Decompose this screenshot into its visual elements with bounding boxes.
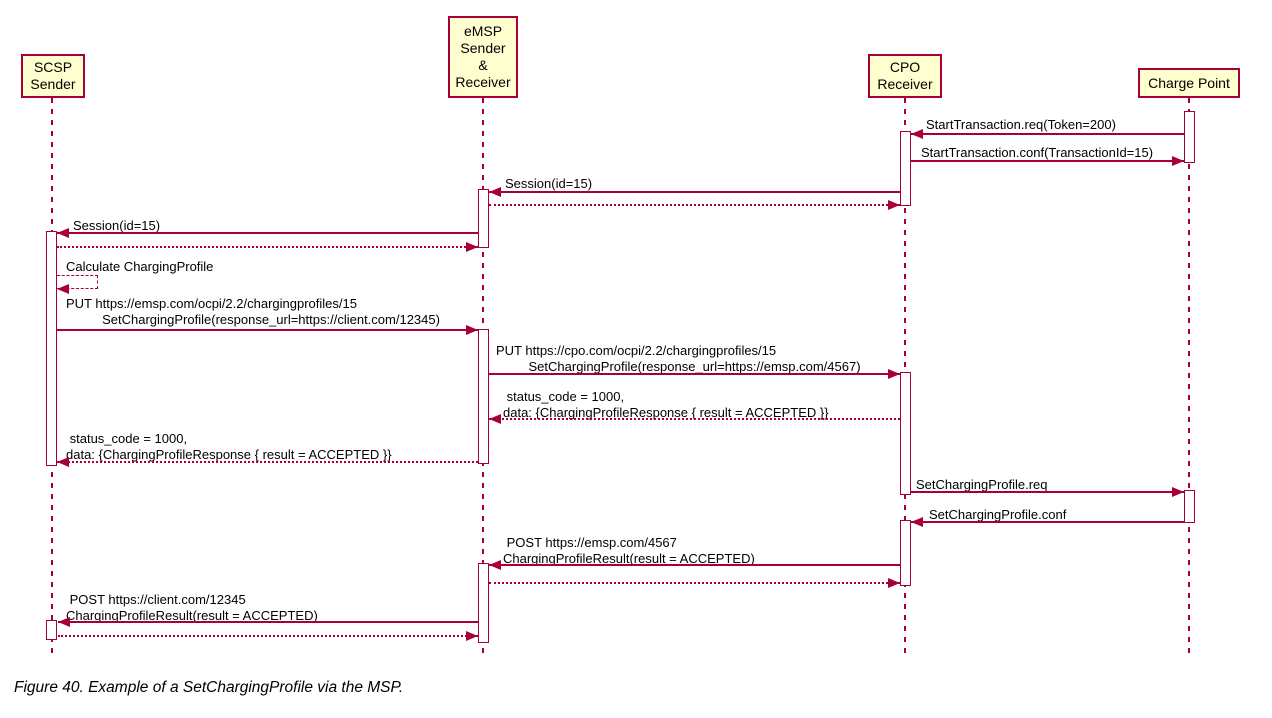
message-set-charging-profile-req: SetChargingProfile.req xyxy=(916,477,1048,492)
message-start-transaction-conf: StartTransaction.conf(TransactionId=15) xyxy=(921,145,1154,160)
arrowhead-right-icon xyxy=(1172,487,1184,497)
message-session-cpo-emsp: Session(id=15) xyxy=(505,176,593,191)
message-put-to-cpo: PUT https://cpo.com/ocpi/2.2/chargingpro… xyxy=(496,343,861,374)
arrowhead-right-icon xyxy=(466,631,478,641)
arrowhead-left-icon xyxy=(911,129,923,139)
message-line xyxy=(57,232,478,234)
message-line xyxy=(57,329,478,331)
message-line xyxy=(489,373,900,375)
arrowhead-left-icon xyxy=(911,517,923,527)
message-post-to-emsp: POST https://emsp.com/4567 ChargingProfi… xyxy=(503,535,755,566)
message-put-to-emsp: PUT https://emsp.com/ocpi/2.2/chargingpr… xyxy=(66,296,440,327)
figure-caption: Figure 40. Example of a SetChargingProfi… xyxy=(14,679,404,696)
activation-charge-point-2 xyxy=(1184,490,1195,523)
participant-charge-point: Charge Point xyxy=(1138,68,1240,98)
arrowhead-right-icon xyxy=(466,325,478,335)
arrowhead-left-icon xyxy=(57,284,69,294)
arrowhead-right-icon xyxy=(466,242,478,252)
activation-emsp-3 xyxy=(478,563,489,643)
return-line xyxy=(489,582,900,584)
message-status-to-emsp: status_code = 1000, data: {ChargingProfi… xyxy=(503,389,829,420)
message-line xyxy=(911,160,1184,162)
message-set-charging-profile-conf: SetChargingProfile.conf xyxy=(929,507,1067,522)
return-line xyxy=(57,461,478,463)
message-line xyxy=(911,491,1184,493)
message-line xyxy=(489,191,900,193)
arrowhead-right-icon xyxy=(888,578,900,588)
activation-emsp-2 xyxy=(478,329,489,464)
message-line xyxy=(489,564,900,566)
lifeline-charge-point xyxy=(1188,98,1190,656)
self-message-loop xyxy=(57,275,98,289)
message-start-transaction-req: StartTransaction.req(Token=200) xyxy=(926,117,1116,132)
arrowhead-left-icon xyxy=(489,187,501,197)
activation-cpo-1 xyxy=(900,131,911,206)
activation-charge-point-1 xyxy=(1184,111,1195,163)
return-line xyxy=(489,418,900,420)
message-post-to-client: POST https://client.com/12345 ChargingPr… xyxy=(66,592,318,623)
participant-emsp-sender-receiver: eMSP Sender & Receiver xyxy=(448,16,518,98)
message-line xyxy=(911,133,1184,135)
activation-cpo-3 xyxy=(900,520,911,586)
activation-scsp-2 xyxy=(46,620,57,640)
activation-emsp-1 xyxy=(478,189,489,248)
return-line xyxy=(57,246,478,248)
arrowhead-left-icon xyxy=(489,414,501,424)
message-session-emsp-scsp: Session(id=15) xyxy=(73,218,161,233)
return-line xyxy=(489,204,900,206)
arrowhead-right-icon xyxy=(888,200,900,210)
arrowhead-right-icon xyxy=(888,369,900,379)
message-line xyxy=(911,521,1184,523)
arrowhead-left-icon xyxy=(489,560,501,570)
arrowhead-left-icon xyxy=(57,228,69,238)
arrowhead-left-icon xyxy=(57,457,69,467)
message-line xyxy=(58,621,478,623)
participant-scsp-sender: SCSP Sender xyxy=(21,54,85,98)
activation-scsp-1 xyxy=(46,231,57,466)
arrowhead-left-icon xyxy=(58,617,70,627)
message-status-to-scsp: status_code = 1000, data: {ChargingProfi… xyxy=(66,431,392,462)
participant-cpo-receiver: CPO Receiver xyxy=(868,54,942,98)
arrowhead-right-icon xyxy=(1172,156,1184,166)
activation-cpo-2 xyxy=(900,372,911,495)
message-calculate-charging-profile: Calculate ChargingProfile xyxy=(66,259,214,274)
return-line xyxy=(58,635,478,637)
